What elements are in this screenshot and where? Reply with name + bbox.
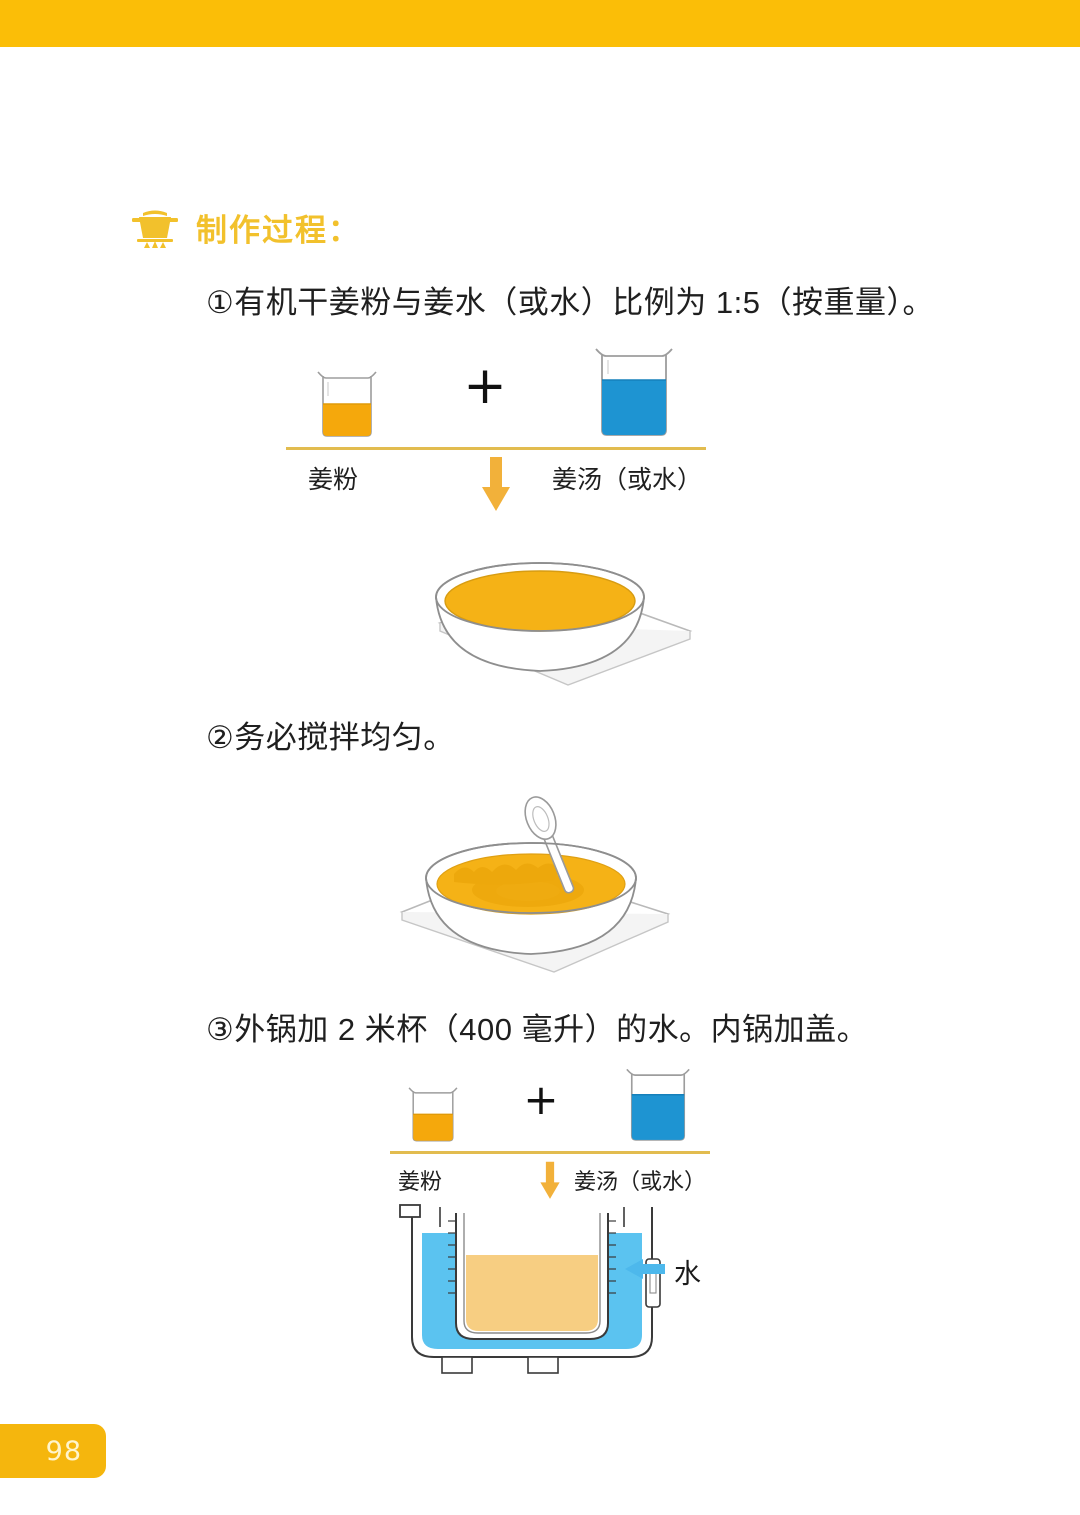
section-heading: 制作过程： [130,205,361,250]
water-callout: 水 [625,1252,701,1291]
ginger-powder-label: 姜粉 [308,466,359,494]
mix-labels: 姜粉 姜汤（或水） [286,450,706,496]
down-arrow-icon [480,457,512,518]
mix-diagram-step-1: + 姜粉 姜汤（或水） [286,345,706,511]
ginger-powder-beaker-icon [404,1078,462,1149]
mix-row: + [390,1065,710,1149]
plus-icon: + [463,356,507,416]
ginger-soup-beaker-icon [588,340,680,445]
down-arrow-icon [539,1161,561,1206]
plus-icon: + [523,1075,559,1124]
mix-divider-rule [286,447,706,450]
ginger-soup-beaker-icon [620,1062,696,1149]
ginger-powder-label: 姜粉 [398,1169,443,1194]
cooking-pot-icon [130,207,180,249]
page-number-badge: 98 [0,1424,106,1478]
water-label: 水 [674,1259,701,1289]
section-heading-label: 制作过程： [196,213,361,248]
step-1-text: ①有机干姜粉与姜水（或水）比例为 1:5（按重量）。 [206,285,934,320]
ginger-soup-label: 姜汤（或水） [551,466,702,494]
top-banner [0,0,1080,47]
mix-labels: 姜粉 姜汤（或水） [390,1154,710,1196]
step-2-text: ②务必搅拌均匀。 [206,720,455,755]
step-3-text: ③外锅加 2 米杯（400 毫升）的水。内锅加盖。 [206,1012,869,1047]
bowl-with-spoon-illustration [368,792,708,987]
page-number: 98 [45,1435,82,1467]
rice-cooker-cross-section-illustration [378,1197,708,1382]
ginger-soup-label: 姜汤（或水） [573,1169,706,1194]
bowl-of-ginger-mixture-illustration [370,527,710,717]
mix-diagram-step-3: + 姜粉 姜汤（或水） [390,1065,710,1200]
page-content: 制作过程： ①有机干姜粉与姜水（或水）比例为 1:5（按重量）。 + [0,47,1080,1515]
left-arrow-icon [625,1258,665,1285]
mix-divider-rule [390,1151,710,1154]
mix-row: + [286,345,706,445]
ginger-powder-beaker-icon [312,360,382,445]
